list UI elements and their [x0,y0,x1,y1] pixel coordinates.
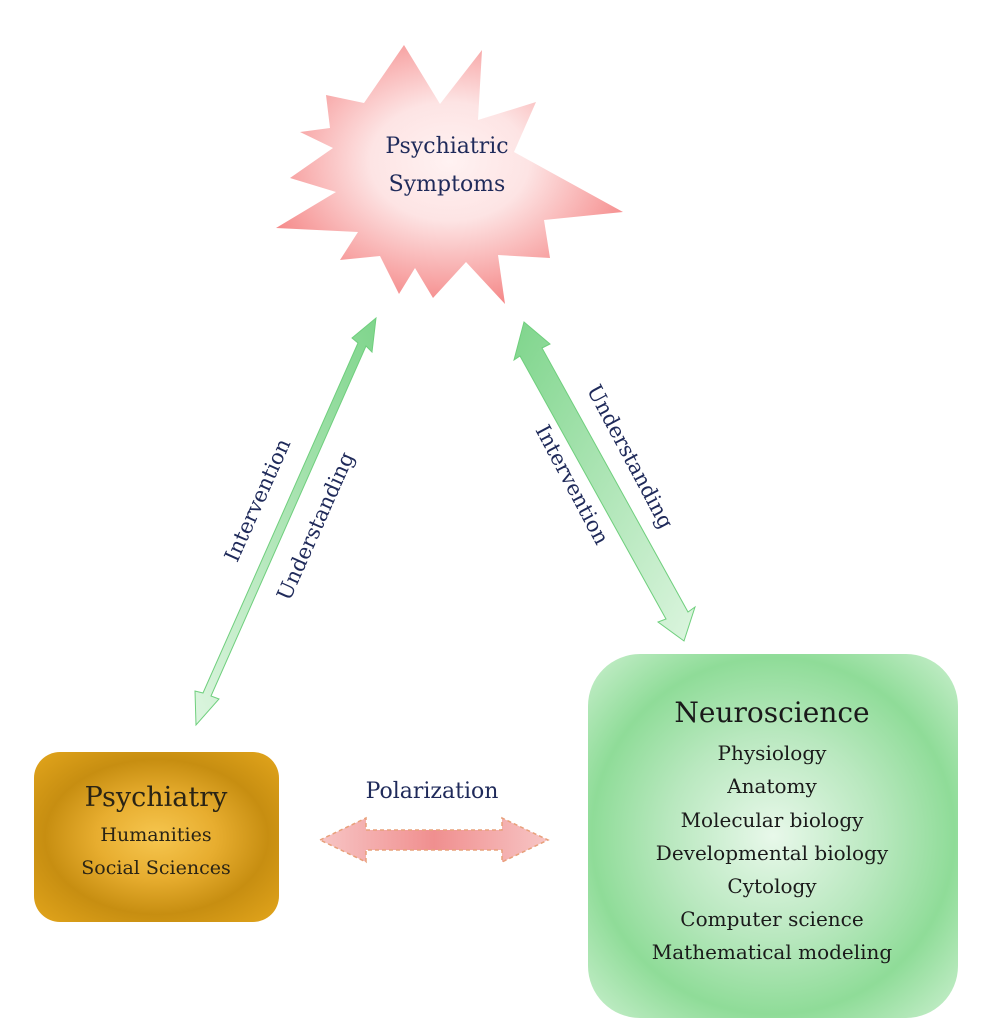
left-arrow-shape [194,316,377,727]
symptoms-burst-shape [276,45,623,304]
neuroscience-item: Anatomy [726,774,817,798]
symptoms-label-line1: Psychiatric [385,134,508,159]
psychiatry-title: Psychiatry [85,782,229,813]
psychiatry-box [34,752,279,922]
left-double-arrow: Intervention Understanding [194,316,377,727]
neuroscience-title: Neuroscience [674,696,869,729]
neuroscience-node: Neuroscience Physiology Anatomy Molecula… [588,654,958,1018]
psychiatry-node: Psychiatry Humanities Social Sciences [34,752,279,922]
neuroscience-item: Cytology [727,874,817,898]
right-double-arrow: Understanding Intervention [513,321,696,642]
psychiatry-item: Social Sciences [81,857,230,879]
neuroscience-item: Mathematical modeling [652,940,893,964]
right-arrow-shape [513,321,696,642]
neuroscience-item: Physiology [718,741,828,765]
polarization-arrow-shape [318,816,550,864]
left-arrow-label-intervention: Intervention [220,435,296,565]
neuroscience-item: Developmental biology [656,841,889,865]
polarization-label: Polarization [366,779,499,804]
psychiatry-item: Humanities [100,824,211,846]
neuroscience-item: Molecular biology [681,808,865,832]
polarization-connector: Polarization [318,779,550,864]
neuroscience-box [588,654,958,1018]
neuroscience-item: Computer science [680,907,863,931]
psychiatric-symptoms-node: Psychiatric Symptoms [276,45,623,304]
symptoms-label-line2: Symptoms [389,172,506,197]
